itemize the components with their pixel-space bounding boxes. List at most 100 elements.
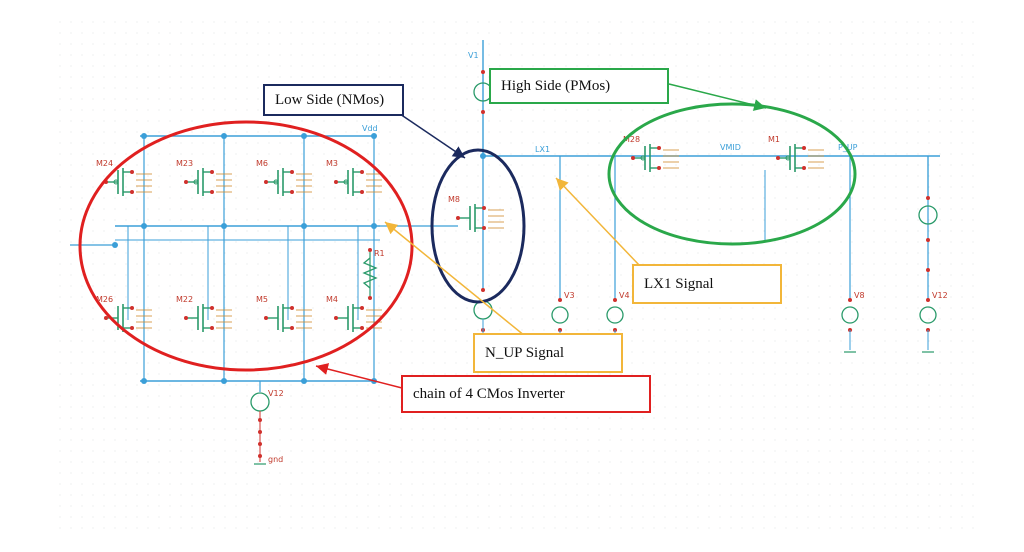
grid-dot: [884, 461, 886, 463]
grid-dot: [708, 505, 710, 507]
grid-dot: [741, 439, 743, 441]
grid-dot: [180, 263, 182, 265]
grid-dot: [675, 472, 677, 474]
grid-dot: [433, 483, 435, 485]
grid-dot: [246, 175, 248, 177]
grid-dot: [510, 516, 512, 518]
grid-dot: [807, 131, 809, 133]
grid-dot: [851, 208, 853, 210]
grid-dot: [664, 32, 666, 34]
grid-dot: [895, 263, 897, 265]
grid-dot: [378, 461, 380, 463]
grid-dot: [708, 21, 710, 23]
grid-dot: [785, 428, 787, 430]
grid-dot: [961, 285, 963, 287]
grid-dot: [367, 197, 369, 199]
grid-dot: [367, 406, 369, 408]
grid-dot: [697, 472, 699, 474]
grid-dot: [642, 428, 644, 430]
grid-dot: [169, 318, 171, 320]
grid-dot: [433, 186, 435, 188]
grid-dot: [818, 131, 820, 133]
grid-dot: [763, 329, 765, 331]
grid-dot: [587, 219, 589, 221]
grid-dot: [125, 164, 127, 166]
grid-dot: [301, 428, 303, 430]
grid-dot: [466, 43, 468, 45]
grid-dot: [686, 32, 688, 34]
grid-dot: [279, 296, 281, 298]
grid-dot: [92, 318, 94, 320]
grid-dot: [774, 428, 776, 430]
grid-dot: [862, 153, 864, 155]
grid-dot: [158, 472, 160, 474]
pmos-chain-3-pin: [264, 180, 268, 184]
pin-dot: [481, 70, 485, 74]
grid-dot: [675, 307, 677, 309]
grid-dot: [356, 527, 358, 529]
grid-dot: [411, 472, 413, 474]
grid-dot: [268, 406, 270, 408]
grid-dot: [169, 296, 171, 298]
grid-dot: [114, 450, 116, 452]
grid-dot: [895, 186, 897, 188]
grid-dot: [587, 109, 589, 111]
grid-dot: [499, 285, 501, 287]
grid-dot: [488, 54, 490, 56]
grid-dot: [785, 230, 787, 232]
grid-dot: [455, 329, 457, 331]
grid-dot: [235, 395, 237, 397]
grid-dot: [411, 219, 413, 221]
grid-dot: [488, 318, 490, 320]
grid-dot: [180, 197, 182, 199]
grid-dot: [763, 109, 765, 111]
grid-dot: [576, 197, 578, 199]
grid-dot: [378, 329, 380, 331]
grid-dot: [906, 285, 908, 287]
grid-dot: [246, 186, 248, 188]
pin-dot: [258, 442, 262, 446]
grid-dot: [576, 109, 578, 111]
grid-dot: [499, 263, 501, 265]
grid-dot: [961, 274, 963, 276]
grid-dot: [224, 483, 226, 485]
grid-dot: [345, 32, 347, 34]
grid-dot: [235, 472, 237, 474]
grid-dot: [312, 76, 314, 78]
grid-dot: [653, 351, 655, 353]
grid-dot: [422, 439, 424, 441]
grid-dot: [279, 120, 281, 122]
grid-dot: [730, 87, 732, 89]
grid-dot: [389, 296, 391, 298]
grid-dot: [180, 65, 182, 67]
nmos-chain-1-pin: [104, 316, 108, 320]
grid-dot: [422, 32, 424, 34]
grid-dot: [455, 219, 457, 221]
grid-dot: [169, 505, 171, 507]
grid-dot: [125, 362, 127, 364]
grid-dot: [697, 65, 699, 67]
grid-dot: [543, 142, 545, 144]
grid-dot: [686, 252, 688, 254]
grid-dot: [378, 76, 380, 78]
grid-dot: [411, 516, 413, 518]
grid-dot: [928, 472, 930, 474]
grid-dot: [609, 109, 611, 111]
grid-dot: [356, 494, 358, 496]
grid-dot: [675, 175, 677, 177]
grid-dot: [785, 395, 787, 397]
grid-dot: [510, 109, 512, 111]
grid-dot: [785, 43, 787, 45]
grid-dot: [59, 197, 61, 199]
grid-dot: [675, 43, 677, 45]
grid-dot: [708, 230, 710, 232]
grid-dot: [895, 219, 897, 221]
grid-dot: [213, 373, 215, 375]
grid-dot: [268, 186, 270, 188]
grid-dot: [708, 65, 710, 67]
grid-dot: [455, 428, 457, 430]
grid-dot: [785, 472, 787, 474]
grid-dot: [136, 450, 138, 452]
grid-dot: [928, 32, 930, 34]
grid-dot: [972, 197, 974, 199]
